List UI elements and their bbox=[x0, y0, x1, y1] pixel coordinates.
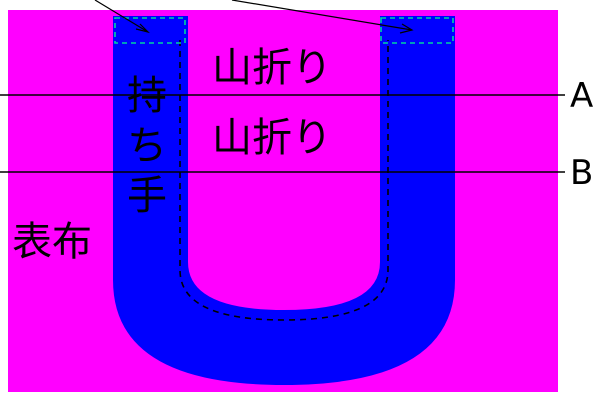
stitch-line bbox=[179, 40, 389, 321]
handle-strap bbox=[113, 16, 455, 385]
arrowhead-left bbox=[135, 23, 150, 34]
leader-line-right bbox=[231, 0, 413, 31]
leader-line-left bbox=[94, 0, 149, 33]
line-b-label: B bbox=[570, 153, 594, 193]
line-a-label: A bbox=[570, 76, 594, 116]
handle-label-2: ち bbox=[127, 123, 167, 169]
handle-label-3: 手 bbox=[127, 173, 167, 219]
outer-fabric-label: 表布 bbox=[12, 219, 92, 265]
right-tab-marker bbox=[380, 17, 454, 44]
fold-label-lower: 山折り bbox=[212, 115, 332, 161]
left-tab-marker bbox=[114, 17, 186, 44]
fold-label-upper: 山折り bbox=[212, 45, 332, 91]
arrowhead-right bbox=[399, 23, 414, 34]
handle-label-1: 持 bbox=[127, 73, 167, 119]
